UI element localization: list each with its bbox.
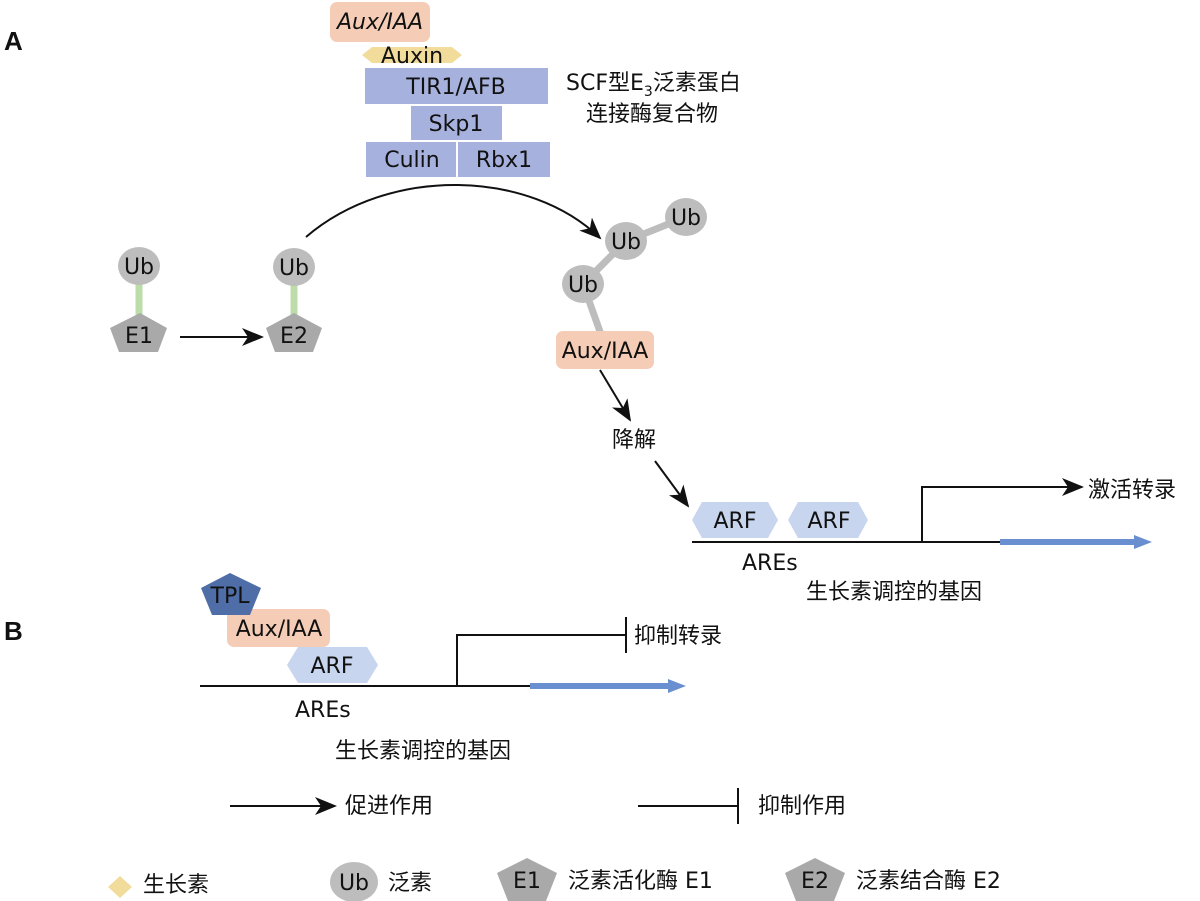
ub-chain-3-label: Ub (671, 206, 701, 231)
legend: 促进作用 抑制作用 生长素 Ub 泛素 E1 泛素活化酶 E1 E2 泛素结合酶… (108, 788, 1001, 901)
culin-box (366, 142, 456, 177)
to-arf-arrow (654, 460, 690, 508)
legend-e1-label: 泛素活化酶 E1 (568, 869, 713, 894)
rbx1-box (458, 142, 550, 177)
ub-chain-1 (562, 265, 604, 303)
aux-iaa-label-top: Aux/IAA (335, 10, 423, 35)
gene-label-b: 生长素调控的基因 (335, 739, 511, 764)
legend-e2-pentagon (785, 858, 845, 901)
legend-promote-label: 促进作用 (345, 794, 433, 819)
gene-activation: ARF ARF 激活转录 AREs 生长素调控的基因 (692, 478, 1176, 605)
legend-e2-symbol: E2 (801, 869, 829, 894)
ub-on-e2-label: Ub (279, 256, 309, 281)
aux-iaa-label-b: Aux/IAA (236, 617, 323, 642)
legend-e1-symbol: E1 (513, 869, 541, 894)
ub-on-e1-label: Ub (124, 255, 154, 280)
rbx1-label: Rbx1 (476, 148, 532, 173)
ub-on-e2 (273, 248, 315, 286)
ares-label-a: AREs (742, 551, 798, 576)
aux-iaa-box-tagged (556, 331, 654, 369)
arf-label-b: ARF (311, 654, 354, 679)
inhibition-line (456, 634, 626, 686)
legend-e1-pentagon (497, 858, 557, 901)
legend-ub-symbol: Ub (339, 871, 369, 896)
tpl-pentagon (201, 573, 261, 615)
panel-label-a: A (4, 26, 23, 56)
ub-chain-1-label: Ub (568, 273, 598, 298)
ub-chain-2 (605, 222, 647, 260)
legend-auxin-label: 生长素 (143, 873, 209, 898)
scf-label-line1: SCF型E3泛素蛋白 (566, 71, 741, 100)
degradation-label: 降解 (612, 428, 656, 453)
auxin-label: Auxin (381, 44, 443, 69)
e2-label: E2 (280, 324, 308, 349)
legend-auxin-diamond (108, 876, 132, 898)
arf-label-1: ARF (714, 509, 757, 534)
ub-transfer-arrow (305, 184, 602, 240)
e2-pentagon (266, 313, 322, 352)
gene-arrow-head-a (1134, 535, 1152, 549)
skp1-label: Skp1 (429, 112, 484, 137)
e1-label: E1 (125, 324, 153, 349)
aux-iaa-box-top (330, 2, 430, 42)
ub-chain-3 (665, 198, 707, 236)
culin-label: Culin (384, 148, 439, 173)
activation-arrow (921, 478, 1084, 542)
scf-label-line2: 连接酶复合物 (586, 102, 718, 127)
auxin-molecule (362, 47, 462, 63)
legend-ub-circle (330, 862, 378, 901)
ub-chain-2-label: Ub (611, 230, 641, 255)
ub-on-e1 (118, 247, 160, 285)
ares-label-b: AREs (295, 698, 351, 723)
tir1-afb-box (365, 68, 548, 104)
aux-iaa-box-b (227, 609, 330, 647)
gene-arrow-head-b (668, 679, 686, 693)
tpl-label: TPL (210, 584, 251, 609)
skp1-box (411, 106, 502, 140)
e1-pentagon (110, 313, 167, 352)
legend-ub-label: 泛素 (388, 871, 432, 896)
scf-complex: Aux/IAA Auxin TIR1/AFB Skp1 Culin Rbx1 S… (330, 2, 741, 177)
arf-hexagon-2 (788, 502, 868, 538)
aux-iaa-label-tagged: Aux/IAA (562, 339, 649, 364)
tir1-afb-label: TIR1/AFB (405, 75, 505, 100)
to-degradation-arrow (599, 369, 632, 422)
gene-label-a: 生长素调控的基因 (806, 580, 982, 605)
activation-label: 激活转录 (1088, 478, 1176, 503)
arf-hexagon-1 (692, 502, 778, 538)
e1-e2-pathway: Ub E1 Ub E2 (110, 184, 602, 352)
legend-e2-label: 泛素结合酶 E2 (856, 869, 1001, 894)
arf-label-2: ARF (808, 509, 851, 534)
legend-inhibit-label: 抑制作用 (758, 794, 846, 819)
polyubiquitinated-aux-iaa: Ub Ub Ub Aux/IAA 降解 (556, 198, 707, 508)
arf-hexagon-b (287, 647, 378, 683)
inhibition-label: 抑制转录 (634, 624, 722, 649)
panel-label-b: B (4, 616, 23, 646)
gene-repression: Aux/IAA TPL ARF 抑制转录 AREs 生长素调控的基因 (200, 573, 722, 764)
